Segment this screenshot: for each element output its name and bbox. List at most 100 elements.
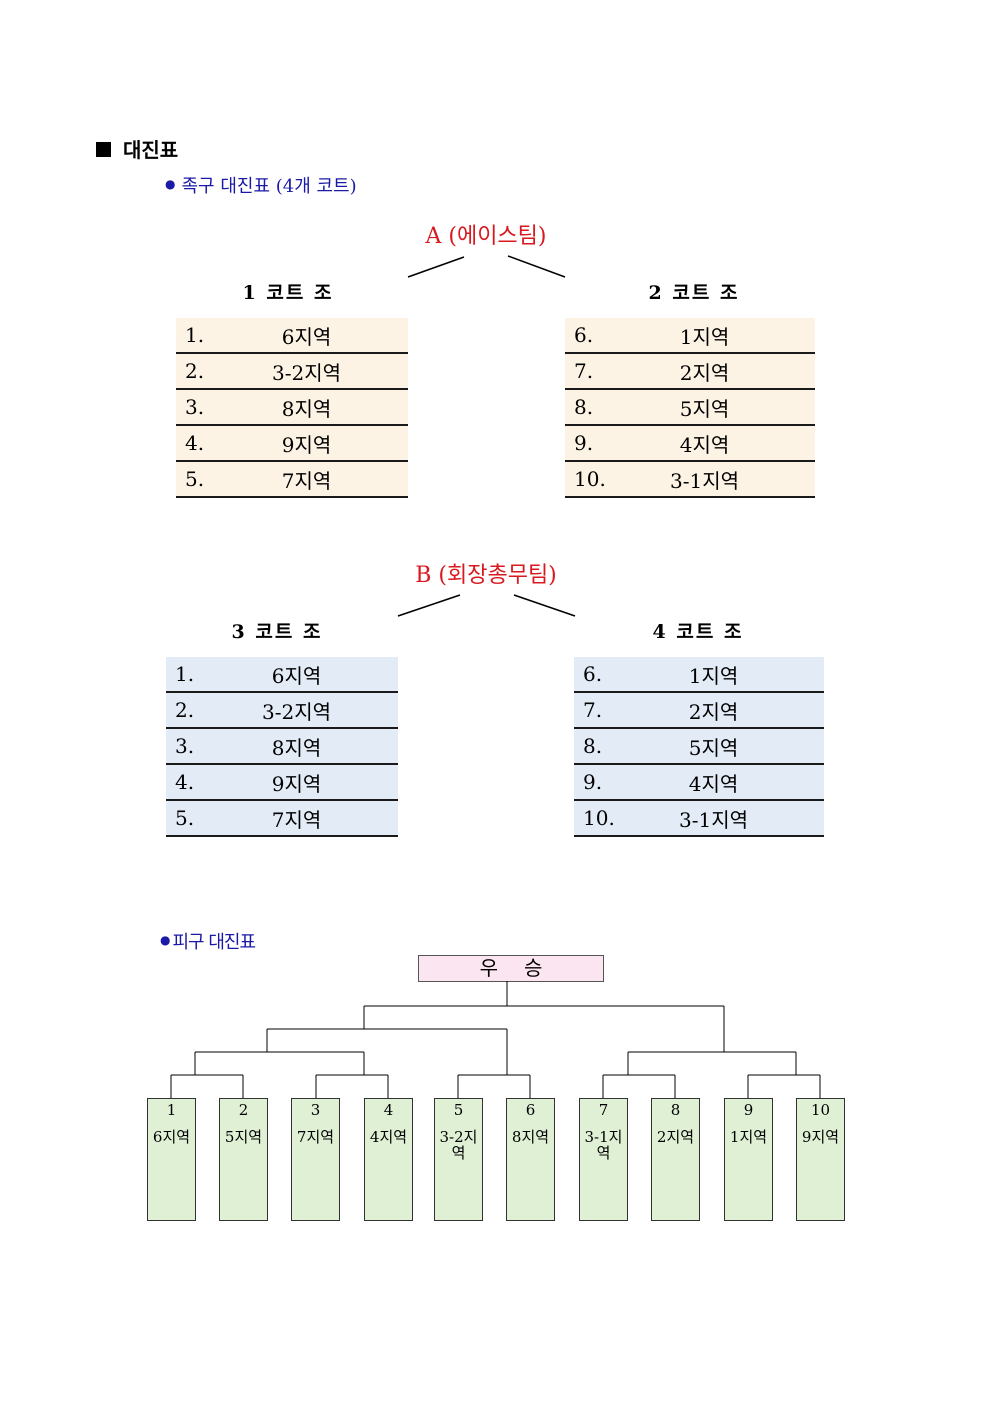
row-number: 8. [565,389,634,426]
section-title: 대진표 [96,134,178,163]
team-region: 1지역 [729,1128,768,1146]
team-region: 5지역 [224,1128,263,1146]
court-1-title: 1 코트 조 [242,282,334,304]
bracket-team-box: 10 9지역 [796,1098,845,1221]
team-seed: 5 [453,1101,464,1119]
row-number: 1. [166,657,235,693]
team-seed: 10 [810,1101,831,1119]
team-seed: 9 [743,1101,754,1119]
bullet-dot-icon: ● [165,177,176,191]
row-region: 7지역 [235,800,398,837]
row-number: 6. [574,657,643,693]
row-number: 7. [565,353,634,390]
table-row: 9.4지역 [565,425,815,462]
row-number: 10. [574,800,643,837]
team-b-title: B (회장총무팀) [415,563,557,588]
bullet-dot-icon: ● [160,933,171,947]
row-region: 5지역 [634,389,815,426]
row-region: 2지역 [643,692,824,729]
table-row: 2.3-2지역 [166,692,398,729]
table-row: 9.4지역 [574,764,824,801]
row-number: 3. [166,728,235,765]
row-number: 1. [176,318,245,354]
row-number: 8. [574,728,643,765]
pagu-subtitle-text: 피구 대진표 [172,932,256,953]
row-region: 4지역 [634,425,815,462]
row-region: 6지역 [235,657,398,693]
team-a-connector-lines [407,255,566,278]
table-row: 10.3-1지역 [565,461,815,498]
row-number: 5. [176,461,245,498]
court-2-title: 2 코트 조 [648,282,740,304]
team-region: 6지역 [152,1128,191,1146]
bracket-team-box: 9 1지역 [724,1098,773,1221]
table-row: 7.2지역 [574,692,824,729]
table-row: 2.3-2지역 [176,353,408,390]
table-row: 8.5지역 [574,728,824,765]
team-seed: 2 [238,1101,249,1119]
row-region: 5지역 [643,728,824,765]
row-region: 3-2지역 [245,353,408,390]
bracket-team-box: 2 5지역 [219,1098,268,1221]
table-row: 4.9지역 [176,425,408,462]
table-row: 6.1지역 [574,657,824,693]
table-row: 4.9지역 [166,764,398,801]
court-3-table: 1.6지역 2.3-2지역 3.8지역 4.9지역 5.7지역 [166,657,398,837]
square-bullet-icon [96,142,111,157]
team-region: 9지역 [801,1128,840,1146]
row-region: 9지역 [245,425,408,462]
row-number: 6. [565,318,634,354]
row-number: 5. [166,800,235,837]
court-1-table: 1.6지역 2.3-2지역 3.8지역 4.9지역 5.7지역 [176,318,408,498]
row-region: 8지역 [235,728,398,765]
row-region: 8지역 [245,389,408,426]
team-region: 3-2지역 [439,1128,478,1162]
team-seed: 3 [310,1101,321,1119]
winner-box: 우승 [418,955,604,982]
row-region: 3-1지역 [643,800,824,837]
row-region: 6지역 [245,318,408,354]
team-seed: 8 [670,1101,681,1119]
row-number: 4. [166,764,235,801]
row-number: 7. [574,692,643,729]
row-region: 2지역 [634,353,815,390]
team-region: 2지역 [656,1128,695,1146]
row-region: 9지역 [235,764,398,801]
row-number: 2. [176,353,245,390]
team-b-connector-lines [397,594,576,617]
team-a-title: A (에이스팀) [425,224,547,249]
table-row: 6.1지역 [565,318,815,354]
court-2-table: 6.1지역 7.2지역 8.5지역 9.4지역 10.3-1지역 [565,318,815,498]
team-seed: 6 [525,1101,536,1119]
row-region: 4지역 [643,764,824,801]
team-region: 7지역 [296,1128,335,1146]
jokgu-subtitle: ● 족구 대진표 (4개 코트) [165,172,357,198]
row-number: 3. [176,389,245,426]
team-region: 3-1지역 [584,1128,623,1162]
table-row: 7.2지역 [565,353,815,390]
bracket-team-box: 5 3-2지역 [434,1098,483,1221]
team-region: 8지역 [511,1128,550,1146]
row-region: 1지역 [643,657,824,693]
row-number: 9. [574,764,643,801]
team-region: 4지역 [369,1128,408,1146]
pagu-subtitle: ●피구 대진표 [160,928,256,954]
jokgu-subtitle-text: 족구 대진표 (4개 코트) [181,176,357,197]
row-number: 2. [166,692,235,729]
table-row: 1.6지역 [176,318,408,354]
bracket-team-box: 4 4지역 [364,1098,413,1221]
row-number: 9. [565,425,634,462]
bracket-team-box: 6 8지역 [506,1098,555,1221]
team-seed: 4 [383,1101,394,1119]
row-number: 10. [565,461,634,498]
court-4-title: 4 코트 조 [652,621,744,643]
row-region: 1지역 [634,318,815,354]
table-row: 1.6지역 [166,657,398,693]
court-4-table: 6.1지역 7.2지역 8.5지역 9.4지역 10.3-1지역 [574,657,824,837]
row-region: 3-2지역 [235,692,398,729]
table-row: 5.7지역 [176,461,408,498]
row-region: 3-1지역 [634,461,815,498]
